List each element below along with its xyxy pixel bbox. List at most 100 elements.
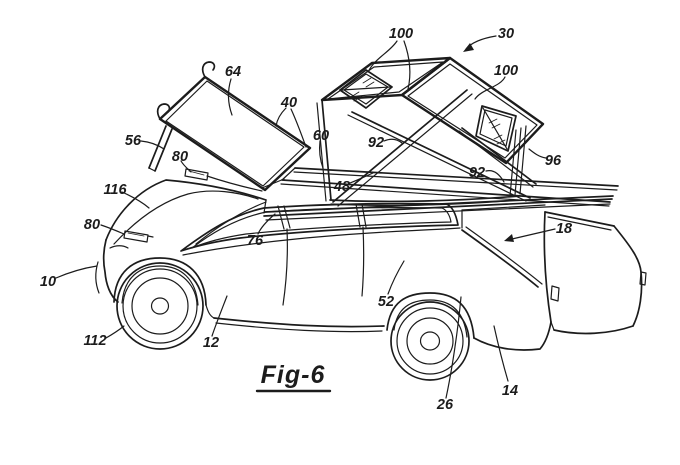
- rear-face-left-edge: [543, 211, 552, 323]
- ref-label-18: 18: [556, 221, 573, 237]
- leader-80-lower: [100, 224, 125, 235]
- rear-tire-outer: [390, 301, 470, 381]
- cargo-bed-slope-outer: [461, 229, 539, 288]
- tent-right-panel-inner: [407, 63, 538, 159]
- tent-window-right-divider: [482, 107, 508, 150]
- leader-40-a: [275, 107, 287, 127]
- ref-label-80-upper: 80: [172, 149, 188, 165]
- platform-left-cap: [281, 167, 296, 181]
- rooftop-tent-box: [316, 56, 545, 207]
- ref-label-80-lower: 80: [84, 217, 100, 233]
- tent-right-edge-line-1: [509, 129, 517, 197]
- hood-inner-line: [113, 190, 259, 245]
- tent-base-edge-inner: [330, 199, 519, 206]
- roof-rail-line-3: [265, 203, 611, 221]
- ref-label-76: 76: [247, 233, 264, 249]
- leader-lines: [55, 35, 556, 399]
- leader-92-right: [485, 170, 505, 183]
- ref-label-112: 112: [83, 333, 106, 349]
- tent-right-panel-outer: [400, 56, 545, 165]
- front-rim: [131, 277, 189, 335]
- mount-bracket-upper: [184, 168, 209, 181]
- ref-label-40: 40: [280, 95, 297, 111]
- leader-10: [55, 265, 98, 279]
- scissor-bar-1-edge: [337, 93, 473, 207]
- ref-label-26: 26: [436, 397, 454, 413]
- ref-label-100-left: 100: [389, 26, 413, 42]
- rear-wheel: [390, 301, 470, 381]
- roof-rails: [263, 195, 614, 221]
- mount-bracket-upper-detail: [188, 170, 205, 176]
- leader-18-arrow-line: [511, 228, 556, 240]
- leader-60: [319, 140, 324, 169]
- b-pillar-line-2: [283, 205, 291, 229]
- rear-wheel-arch-outer: [386, 292, 475, 339]
- tent-window-right-inner: [479, 109, 513, 147]
- ref-label-48: 48: [333, 179, 351, 195]
- leader-12: [211, 295, 228, 337]
- ref-label-92-left: 92: [368, 135, 384, 151]
- rear-tire-inner: [396, 307, 464, 375]
- window-left-label-marks: [350, 77, 375, 102]
- front-tire-outer: [116, 262, 204, 350]
- front-bumper-contour: [95, 261, 100, 294]
- mount-bracket-hood-detail: [127, 232, 145, 237]
- folding-panel-assembly: [123, 61, 312, 243]
- support-strut-cap: [148, 167, 156, 172]
- tent-base-edge: [329, 195, 520, 203]
- leader-64: [227, 78, 233, 116]
- leader-48: [349, 172, 374, 184]
- tent-left-edge-inner: [316, 102, 327, 202]
- front-wheel-arch-inner: [121, 265, 199, 306]
- hood-outline: [105, 179, 267, 241]
- rear-corner-nub: [639, 271, 647, 286]
- leader-40-b: [290, 108, 307, 148]
- panel-outer-frame: [158, 75, 312, 192]
- ref-label-10: 10: [40, 274, 56, 290]
- front-wheel-arch-outer: [113, 257, 207, 306]
- support-strut-edge: [154, 128, 173, 172]
- ref-label-30: 30: [498, 26, 514, 42]
- rocker-bottom: [215, 322, 383, 333]
- leader-112: [105, 325, 125, 339]
- leader-26: [445, 296, 462, 399]
- headlight-line: [109, 245, 129, 249]
- mount-bracket-hood: [123, 230, 149, 243]
- scissor-bar-2-edge: [347, 114, 527, 202]
- tent-right-edge-line-3: [519, 125, 527, 195]
- leader-80-upper: [180, 160, 192, 173]
- front-hub: [150, 297, 170, 315]
- leader-30-arrowhead: [463, 43, 474, 52]
- a-pillar: [263, 199, 267, 214]
- scissor-bar-1: [332, 89, 468, 203]
- panel-inner-frame: [165, 80, 305, 187]
- rear-hub: [419, 331, 441, 351]
- ref-label-64: 64: [225, 64, 241, 80]
- panel-hook-bottom: [156, 103, 171, 120]
- panel-hook-top: [201, 61, 216, 78]
- leader-100-right: [474, 76, 506, 100]
- leader-76: [257, 213, 276, 235]
- rear-lower-body: [473, 321, 552, 351]
- ref-label-96: 96: [545, 153, 562, 169]
- platform-front-edge: [281, 179, 611, 203]
- tent-window-left-frame: [339, 69, 393, 109]
- ref-label-60: 60: [313, 128, 329, 144]
- platform-front-inner: [280, 183, 610, 207]
- platform-top-edge: [294, 167, 619, 187]
- belt-crease: [182, 227, 461, 256]
- reference-labels: 100 30 100 64 40 56 80 60 92 48 92 96 11…: [40, 26, 573, 413]
- front-door-cut: [282, 228, 288, 306]
- ref-label-14: 14: [502, 383, 518, 399]
- tent-right-edge-line-2: [514, 127, 522, 196]
- leader-14: [493, 325, 509, 382]
- arch-to-rocker: [205, 304, 215, 319]
- tailgate-top-inner: [547, 216, 612, 231]
- window-right-label-marks: [488, 118, 506, 145]
- tailgate-latch: [550, 285, 560, 302]
- ref-label-12: 12: [203, 335, 219, 351]
- ref-label-52: 52: [378, 294, 394, 310]
- tent-window-right-frame: [475, 105, 517, 152]
- scissor-bar-2: [351, 111, 531, 199]
